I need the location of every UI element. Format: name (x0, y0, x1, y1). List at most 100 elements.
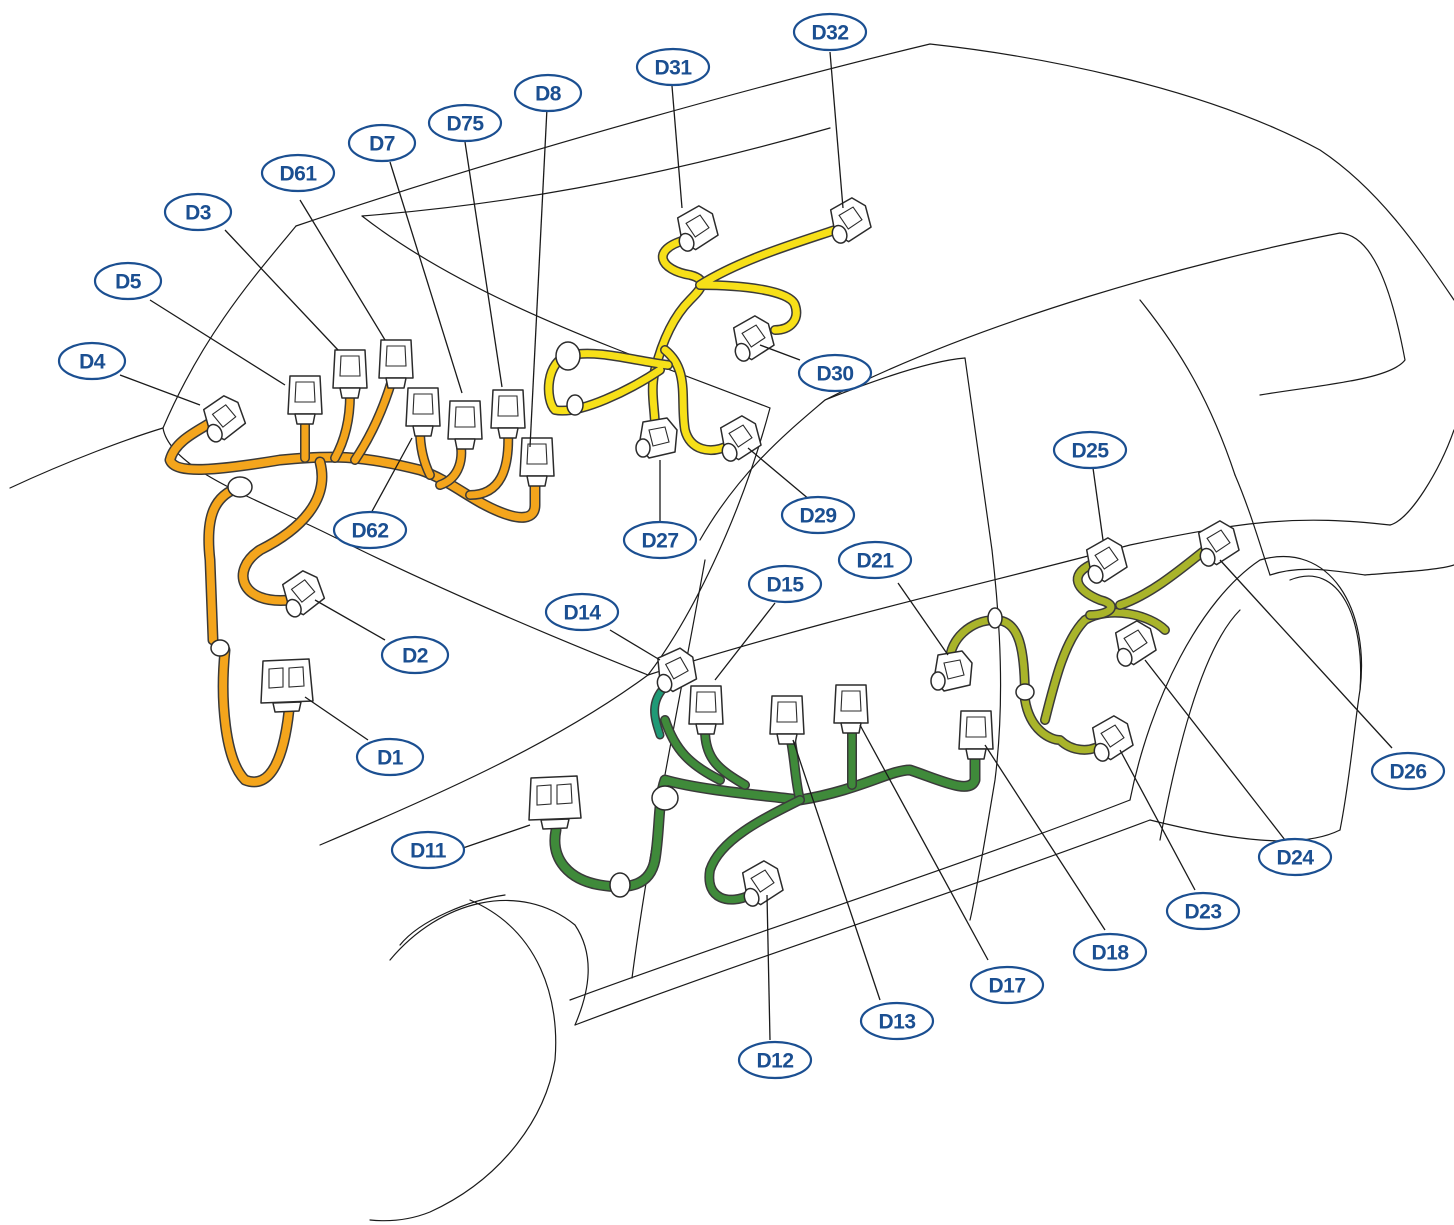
callout-D18: D18 (1072, 932, 1148, 972)
callout-label: D2 (402, 645, 428, 668)
grommet (609, 872, 631, 898)
callout-D15: D15 (747, 564, 823, 604)
callout-D25: D25 (1052, 430, 1128, 470)
callout-oval (780, 495, 856, 535)
grommets (210, 341, 1035, 898)
callout-label: D18 (1091, 942, 1129, 965)
connector-D17 (833, 684, 869, 734)
callout-oval (355, 737, 425, 777)
leader-line-D32 (829, 51, 844, 209)
leader-line-D4 (119, 374, 201, 406)
callout-label: D23 (1184, 901, 1221, 924)
callout-label: D11 (410, 840, 447, 863)
callout-label: D13 (878, 1011, 915, 1034)
callout-D8: D8 (513, 73, 583, 113)
callout-label: D12 (756, 1050, 793, 1073)
callout-D29: D29 (780, 495, 856, 535)
connector-D23 (1091, 715, 1134, 762)
callout-oval (969, 965, 1045, 1005)
leader-line-D26 (1219, 559, 1393, 749)
callout-D7: D7 (347, 123, 417, 163)
leader-line-D30 (759, 344, 801, 361)
callout-oval (1052, 430, 1128, 470)
callout-label: D8 (535, 83, 562, 106)
callout-label: D21 (856, 550, 894, 573)
connector-D27 (635, 417, 678, 459)
callout-D32: D32 (792, 12, 868, 52)
leader-line-D24 (1144, 659, 1286, 841)
leader-line-D18 (984, 744, 1106, 931)
callout-D12: D12 (737, 1040, 813, 1080)
callout-oval (347, 123, 417, 163)
leader-lines (119, 51, 1393, 1041)
callout-D13: D13 (859, 1001, 935, 1041)
grommet (651, 785, 679, 811)
connector-D29 (719, 415, 762, 462)
callout-D30: D30 (797, 353, 873, 393)
connector-D30 (732, 315, 775, 362)
connector-D75 (490, 389, 526, 439)
connector-D31 (676, 205, 719, 252)
leader-line-D8 (529, 107, 548, 448)
floor-harness (549, 685, 981, 905)
callout-D62: D62 (332, 510, 408, 550)
callout-D4: D4 (57, 341, 127, 381)
grommet (1015, 683, 1035, 701)
callout-label: D7 (369, 133, 395, 156)
callout-oval (792, 12, 868, 52)
connector-D24 (1114, 620, 1157, 667)
leader-line-D25 (1092, 467, 1104, 541)
callout-D23: D23 (1165, 891, 1241, 931)
leader-line-D13 (792, 739, 881, 1001)
callout-label: D3 (185, 202, 211, 225)
callout-label: D32 (811, 22, 848, 45)
callout-label: D29 (799, 505, 836, 528)
callout-oval (859, 1001, 935, 1041)
callout-label: D1 (377, 747, 404, 770)
callout-D2: D2 (380, 635, 450, 675)
connector-D5 (287, 375, 323, 425)
connector-D11 (528, 775, 582, 830)
leader-line-D62 (369, 437, 413, 516)
callout-D3: D3 (163, 192, 233, 232)
callout-D24: D24 (1257, 837, 1333, 877)
callout-oval (332, 510, 408, 550)
callout-oval (427, 103, 503, 143)
leader-line-D15 (714, 602, 776, 681)
leader-line-D5 (149, 299, 286, 386)
callout-oval (635, 47, 711, 87)
callout-label: D14 (563, 602, 601, 625)
leader-line-D23 (1119, 749, 1196, 891)
leader-line-D11 (462, 824, 531, 849)
callout-oval (57, 341, 127, 381)
grommet (210, 639, 230, 657)
callout-label: D5 (115, 271, 142, 294)
connector-D18 (958, 710, 994, 760)
callout-D14: D14 (544, 592, 620, 632)
callout-D31: D31 (635, 47, 711, 87)
connector-callouts: D1D2D3D4D5D7D8D61D62D75D27D29D30D31D32D1… (57, 12, 1446, 1080)
callout-label: D62 (351, 520, 388, 543)
leader-line-D75 (464, 141, 503, 388)
callout-label: D61 (279, 163, 317, 186)
callout-label: D30 (816, 363, 853, 386)
rear-harness (945, 545, 1210, 755)
connector-D62 (405, 387, 441, 437)
connector-D32 (829, 197, 872, 244)
callout-oval (1165, 891, 1241, 931)
connector-D21 (930, 650, 973, 692)
callout-oval (544, 592, 620, 632)
connector-D7 (447, 400, 483, 450)
connector-D8 (519, 437, 555, 487)
callout-label: D17 (988, 975, 1025, 998)
callout-D75: D75 (427, 103, 503, 143)
callout-oval (622, 520, 698, 560)
leader-line-D31 (671, 85, 683, 209)
connector-D15 (688, 685, 724, 735)
roof-harness (543, 225, 840, 455)
callout-oval (390, 830, 466, 870)
connector-D26 (1197, 520, 1240, 567)
callout-label: D75 (446, 113, 484, 136)
callout-D61: D61 (260, 153, 336, 193)
grommet (555, 341, 581, 371)
